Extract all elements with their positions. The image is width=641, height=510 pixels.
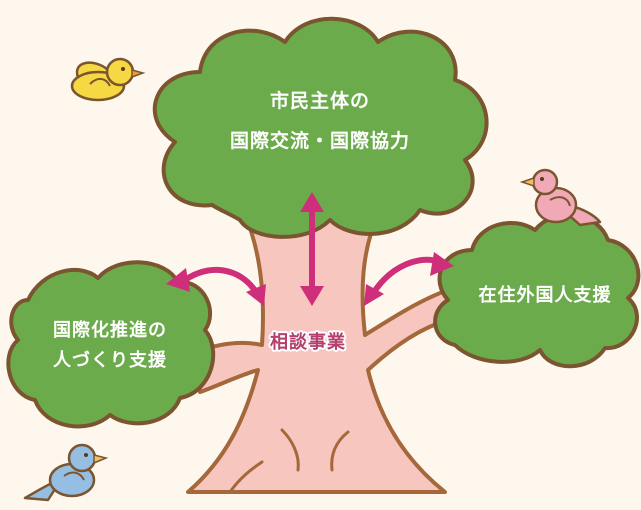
left-canopy-label: 国際化推進の 人づくり支援 — [15, 322, 205, 370]
top-canopy-line1: 市民主体の — [269, 90, 370, 112]
top-canopy-label: 市民主体の 国際交流・国際協力 — [190, 92, 450, 151]
trunk-label: 相談事業 — [238, 334, 378, 352]
left-double-arrow — [166, 266, 266, 306]
left-canopy-line2: 人づくり支援 — [53, 350, 167, 371]
top-canopy-line2: 国際交流・国際協力 — [229, 130, 410, 152]
right-canopy — [433, 212, 641, 369]
right-double-arrow — [364, 252, 454, 306]
yellow-bird-icon — [70, 57, 146, 102]
right-canopy-text: 在住外国人支援 — [478, 285, 612, 306]
left-canopy-line1: 国際化推進の — [53, 320, 167, 341]
left-canopy — [6, 260, 216, 429]
right-canopy-label: 在住外国人支援 — [450, 287, 640, 305]
pink-bird-icon — [519, 168, 602, 227]
tree-trunk — [186, 213, 457, 494]
blue-bird-icon — [23, 443, 109, 502]
vertical-double-arrow — [300, 192, 324, 306]
trunk-text: 相談事業 — [270, 332, 346, 353]
top-canopy — [152, 16, 489, 239]
